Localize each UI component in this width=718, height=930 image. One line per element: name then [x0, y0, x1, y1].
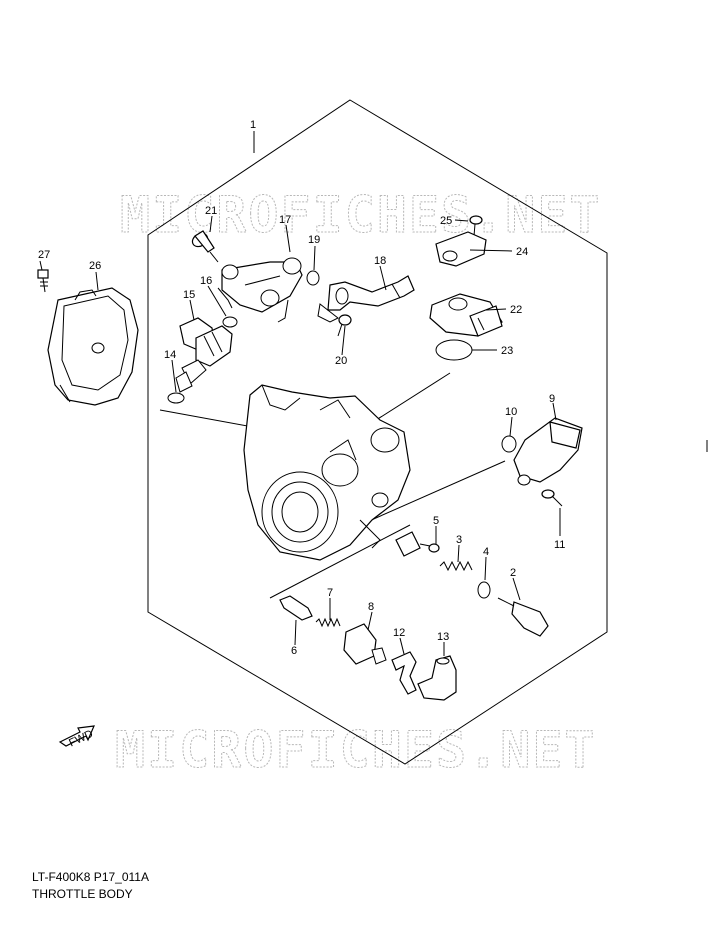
throttle-body [243, 384, 411, 561]
part-6-plunger [279, 595, 313, 621]
callout-25: 25 [440, 215, 452, 227]
callout-3: 3 [456, 534, 462, 546]
part-10-oring [501, 435, 517, 453]
watermark-top: MICROFICHES.NET [120, 186, 602, 244]
leader-lines [39, 215, 561, 656]
callout-24: 24 [516, 246, 528, 258]
callout-11: 11 [554, 539, 565, 551]
part-17-delivery-pipe [221, 257, 303, 323]
assembly-outline [147, 99, 608, 765]
ref-line-b [359, 460, 506, 526]
part-18-hose [317, 275, 415, 323]
part-2-valve [497, 597, 549, 637]
part-19-oring [306, 270, 320, 286]
callout-15: 15 [183, 289, 195, 301]
idle-plate [395, 531, 421, 557]
part-23-oring [435, 339, 473, 361]
callout-8: 8 [368, 601, 374, 613]
callout-6: 6 [291, 645, 297, 657]
callout-21: 21 [205, 205, 217, 217]
callout-12: 12 [393, 627, 405, 639]
callout-1: 1 [250, 119, 256, 131]
part-24-bracket [435, 231, 487, 267]
part-14-oring [167, 392, 185, 404]
part-25-screw [469, 215, 483, 237]
part-21-bolt [191, 230, 219, 263]
part-8-valve [343, 623, 387, 665]
part-5-screw [419, 543, 440, 553]
callout-10: 10 [505, 406, 517, 418]
callouts: 1 2 3 4 5 6 7 8 9 10 11 12 13 14 15 16 1… [38, 119, 565, 657]
part-3-spring [439, 560, 473, 572]
callout-4: 4 [483, 546, 489, 558]
callout-27: 27 [38, 249, 50, 261]
fwd-arrow: FWD [58, 725, 95, 749]
diagram-code: LT-F400K8 P17_011A [32, 870, 149, 884]
callout-2: 2 [510, 567, 516, 579]
callout-17: 17 [279, 214, 291, 226]
callout-16: 16 [200, 275, 212, 287]
part-13-elbow [417, 655, 457, 701]
part-12-pipe [391, 651, 417, 695]
part-26-bracket [47, 287, 139, 406]
part-22-sensor [429, 293, 503, 337]
part-16-seal [217, 287, 238, 328]
part-11-screw [541, 489, 563, 507]
callout-5: 5 [433, 515, 439, 527]
part-4-oring [477, 581, 491, 599]
watermark-bottom: MICROFICHES.NET [115, 721, 597, 779]
callout-20: 20 [335, 355, 347, 367]
callout-23: 23 [501, 345, 513, 357]
ref-line-c [269, 524, 411, 599]
callout-13: 13 [437, 631, 449, 643]
callout-14: 14 [164, 349, 176, 361]
callout-19: 19 [308, 234, 320, 246]
callout-7: 7 [327, 587, 333, 599]
part-15-injector [175, 317, 233, 393]
callout-18: 18 [374, 255, 386, 267]
part-27-screw [37, 269, 49, 293]
callout-26: 26 [89, 260, 101, 272]
part-7-spring [315, 617, 341, 628]
callout-22: 22 [510, 304, 522, 316]
fwd-label: FWD [67, 728, 95, 749]
part-9-tps [513, 417, 583, 486]
diagram-title: THROTTLE BODY [32, 887, 133, 901]
callout-9: 9 [549, 393, 555, 405]
part-20-screw [337, 314, 352, 337]
